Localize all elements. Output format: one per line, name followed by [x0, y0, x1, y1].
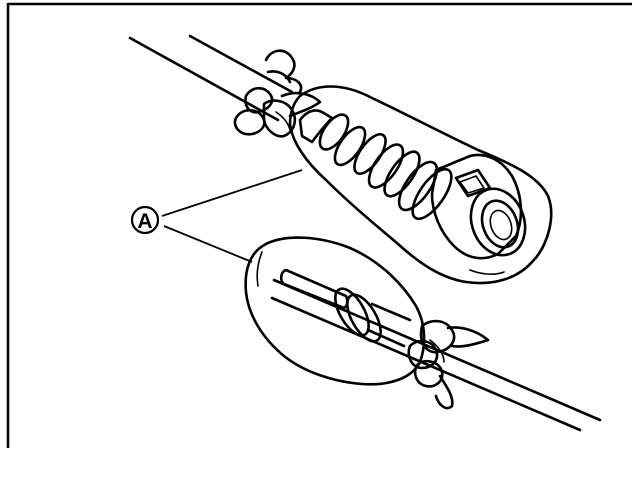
lower-protective-bag — [244, 236, 426, 386]
upper-tie-knot — [233, 49, 322, 138]
lower-tube-fitting — [279, 268, 412, 348]
lower-tie-knot — [407, 319, 490, 410]
callout-leaders — [161, 169, 303, 263]
upper-fuel-tube — [128, 34, 294, 122]
upper-quick-connector — [298, 109, 527, 260]
callout-a-label: A — [137, 210, 152, 233]
callout-a: A — [130, 205, 160, 235]
upper-protective-bag — [288, 85, 553, 285]
